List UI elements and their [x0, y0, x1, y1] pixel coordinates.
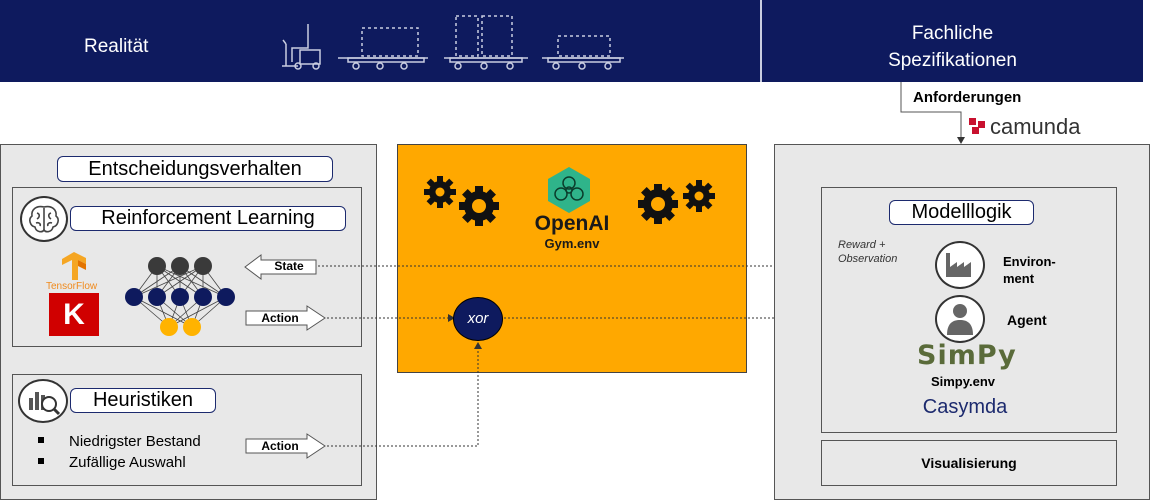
- environment-line2: ment: [1003, 271, 1035, 286]
- heuristic-item-random-choice: Zufällige Auswahl: [69, 454, 186, 471]
- visualization-label: Visualisierung: [921, 455, 1017, 471]
- observation-line: Observation: [838, 253, 898, 265]
- agent-label: Agent: [1007, 312, 1047, 328]
- forklift-icon: [282, 24, 321, 70]
- simpy-logo: SimPy: [917, 340, 1017, 371]
- requirements-connector: [900, 82, 965, 144]
- gears-icon: [424, 176, 499, 226]
- brain-icon: [20, 196, 68, 242]
- conveyor-icon: [338, 27, 428, 70]
- conveyor-icon: [542, 35, 624, 70]
- rl-action-arrow-label: Action: [261, 311, 299, 325]
- reinforcement-learning-title: Reinforcement Learning: [70, 206, 346, 231]
- person-icon: [935, 295, 985, 343]
- xor-gate: xor: [453, 297, 503, 341]
- openai-logo-icon: [548, 167, 590, 213]
- camunda-logo-icon: [969, 118, 985, 134]
- list-bullet: [38, 458, 44, 464]
- banner-divider: [760, 0, 762, 82]
- heuristics-action-arrow: [245, 433, 326, 459]
- camunda-logo-text: camunda: [990, 114, 1081, 139]
- reward-observation-label: Reward + Observation: [838, 238, 897, 266]
- state-arrow-label: State: [274, 259, 304, 273]
- reality-banner: [0, 0, 1143, 82]
- decision-behavior-title: Entscheidungsverhalten: [57, 156, 333, 182]
- specifications-line2: Spezifikationen: [888, 50, 1017, 71]
- rl-action-arrow: [245, 305, 326, 331]
- model-logic-title: Modelllogik: [889, 200, 1034, 225]
- state-arrow: [244, 254, 317, 280]
- specifications-label: Fachliche Spezifikationen: [762, 20, 1143, 74]
- simpy-env-label: Simpy.env: [930, 374, 996, 389]
- tensorflow-label: TensorFlow: [46, 281, 98, 292]
- visualization-box: [821, 440, 1117, 486]
- heuristics-action-arrow-label: Action: [261, 439, 299, 453]
- heuristics-title: Heuristiken: [70, 388, 216, 413]
- gym-env-label: Gym.env: [544, 236, 600, 251]
- analytics-search-icon: [18, 379, 68, 423]
- reward-line: Reward +: [838, 239, 886, 251]
- gears-icon: [638, 180, 715, 224]
- specifications-line1: Fachliche: [911, 23, 994, 44]
- list-bullet: [38, 437, 44, 443]
- requirements-label: Anforderungen: [913, 89, 1022, 106]
- factory-icon: [935, 241, 985, 289]
- environment-label: Environ- ment: [1003, 253, 1056, 287]
- heuristic-item-lowest-stock: Niedrigster Bestand: [69, 433, 201, 450]
- neural-network-icon: [125, 257, 235, 336]
- openai-label: OpenAI: [534, 212, 610, 235]
- environment-line1: Environ-: [1003, 254, 1056, 269]
- keras-logo: K: [49, 293, 99, 336]
- casymda-label: Casymda: [922, 396, 1008, 418]
- banner-illustration: [282, 15, 624, 70]
- conveyor-icon: [444, 15, 528, 70]
- tensorflow-icon: [62, 252, 86, 280]
- reality-label: Realität: [84, 36, 149, 57]
